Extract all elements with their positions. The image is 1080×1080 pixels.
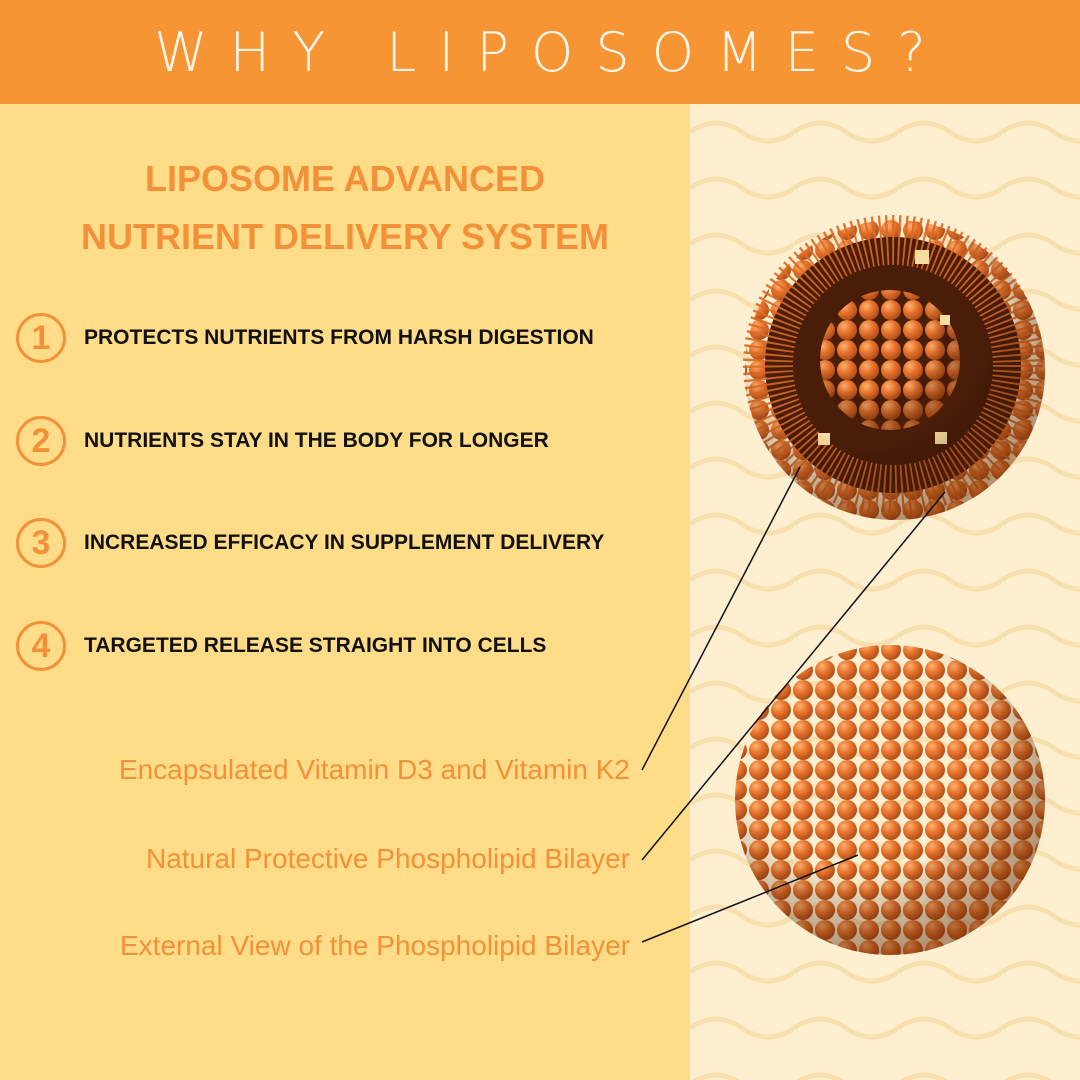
leader-line — [641, 854, 859, 943]
benefit-text: TARGETED RELEASE STRAIGHT INTO CELLS — [84, 634, 547, 657]
subtitle: LIPOSOME ADVANCED NUTRIENT DELIVERY SYST… — [0, 150, 690, 266]
label-external-view: External View of the Phospholipid Bilaye… — [119, 930, 630, 961]
number-circle-icon: 3 — [16, 518, 66, 568]
benefit-item: 3 INCREASED EFFICACY IN SUPPLEMENT DELIV… — [16, 518, 604, 568]
subtitle-line-2: NUTRIENT DELIVERY SYSTEM — [80, 216, 610, 257]
label-encapsulated-vitamins: Encapsulated Vitamin D3 and Vitamin K2 — [118, 754, 630, 785]
number-circle-icon: 4 — [16, 621, 66, 671]
subtitle-line-1: LIPOSOME ADVANCED — [144, 158, 546, 199]
benefit-text: INCREASED EFFICACY IN SUPPLEMENT DELIVER… — [84, 531, 605, 554]
label-protective-bilayer: Natural Protective Phospholipid Bilayer — [145, 843, 630, 874]
leader-line — [641, 466, 801, 771]
number-circle-icon: 2 — [16, 416, 66, 466]
leader-line — [641, 491, 946, 861]
header-banner: WHY LIPOSOMES? — [0, 0, 1080, 104]
cross-section-illustration — [743, 215, 1045, 520]
benefit-item: 2 NUTRIENTS STAY IN THE BODY FOR LONGER — [16, 416, 549, 466]
benefit-item: 1 PROTECTS NUTRIENTS FROM HARSH DIGESTIO… — [16, 313, 594, 363]
number-circle-icon: 1 — [16, 313, 66, 363]
page-title: WHY LIPOSOMES? — [154, 20, 948, 84]
benefit-text: NUTRIENTS STAY IN THE BODY FOR LONGER — [84, 429, 549, 452]
external-sphere-illustration — [735, 645, 1045, 955]
left-panel — [0, 104, 690, 1080]
benefit-text: PROTECTS NUTRIENTS FROM HARSH DIGESTION — [84, 326, 594, 349]
benefit-item: 4 TARGETED RELEASE STRAIGHT INTO CELLS — [16, 621, 546, 671]
